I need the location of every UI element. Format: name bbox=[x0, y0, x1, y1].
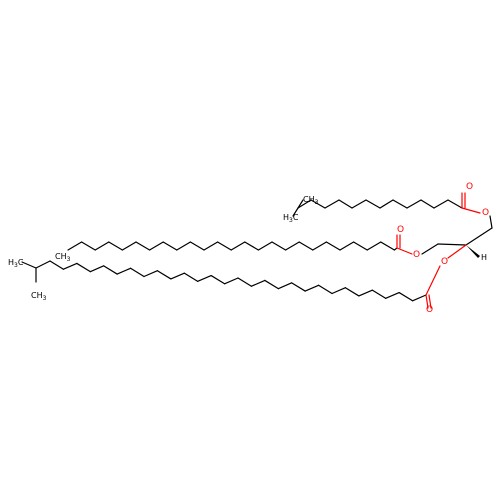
bond-bottom-chain bbox=[398, 291, 414, 302]
bond-middle-chain bbox=[149, 241, 164, 251]
bond-top-chain bbox=[324, 199, 340, 209]
bond-top-chain bbox=[392, 199, 408, 209]
atom-label-layer: CH3 H3C O O O O CH3 H O O H3C CH3 bbox=[8, 182, 489, 315]
bond-bottom-chain bbox=[237, 277, 253, 287]
bond-middle-chain bbox=[203, 241, 219, 251]
bond-middle-chain bbox=[135, 241, 151, 251]
bond-middle-chain bbox=[380, 241, 395, 251]
bond-top-chain bbox=[420, 199, 435, 209]
bond-bottom-chain bbox=[62, 262, 78, 270]
bond-stereo-wedge bbox=[466, 245, 480, 258]
bond-bottom-chain bbox=[291, 282, 306, 292]
atom-oxygen-ester-bottom: O bbox=[441, 257, 448, 267]
bond-top-branch bbox=[297, 199, 304, 209]
bond-middle-chain bbox=[80, 241, 96, 251]
bond-bottom-chain bbox=[385, 291, 400, 299]
bond-middle-chain bbox=[94, 241, 110, 251]
atom-h-stereo: H bbox=[481, 253, 487, 262]
bond-middle-chain bbox=[271, 241, 287, 251]
bond-ester-top bbox=[461, 207, 481, 214]
bond-bottom-chain bbox=[358, 289, 373, 297]
bond-middle-chain bbox=[108, 241, 124, 251]
bond-bottom-chain bbox=[183, 272, 199, 282]
bond-middle-chain bbox=[121, 241, 137, 251]
bond-ester-bottom bbox=[447, 244, 467, 259]
bond-bottom-chain bbox=[264, 279, 279, 290]
bond-middle-chain bbox=[244, 241, 259, 251]
atom-h3c-top: H3C bbox=[283, 213, 299, 224]
bond-ester-top-ch2 bbox=[489, 215, 493, 229]
atom-h3c-bottom: H3C bbox=[8, 258, 24, 269]
bond-middle-chain bbox=[217, 241, 232, 251]
bond-middle-chain bbox=[325, 241, 341, 251]
bond-bottom-chain bbox=[304, 284, 320, 292]
bond-top-chain bbox=[297, 199, 312, 209]
bond-layer bbox=[21, 192, 493, 309]
bond-middle-chain bbox=[285, 241, 300, 251]
bond-ester-middle bbox=[396, 247, 413, 255]
bond-bottom-chain bbox=[210, 274, 226, 285]
bond-carbonyl-bottom bbox=[428, 294, 432, 309]
atom-ch3-bottom-branch: CH3 bbox=[31, 291, 47, 302]
bond-middle-chain bbox=[189, 241, 205, 251]
bond-middle-chain bbox=[67, 241, 83, 251]
bond-backbone bbox=[437, 243, 467, 246]
bond-middle-chain bbox=[162, 241, 178, 251]
bond-bottom-chain bbox=[129, 267, 145, 278]
bond-bottom-chain bbox=[371, 289, 387, 299]
bond-top-chain bbox=[365, 199, 381, 209]
bond-middle-chain bbox=[339, 241, 355, 251]
bond-bottom-chain bbox=[411, 294, 427, 302]
bond-bottom-ethyl bbox=[21, 261, 37, 269]
bond-bottom-chain bbox=[116, 267, 132, 275]
bond-top-chain bbox=[338, 199, 353, 209]
bond-bottom-chain bbox=[170, 272, 185, 280]
atom-ch3-isobranch: CH3 bbox=[303, 195, 319, 206]
atom-oxygen-carbonyl-bottom: O bbox=[426, 305, 433, 315]
atom-oxygen-carbonyl-top: O bbox=[466, 182, 473, 192]
bond-bottom-chain bbox=[76, 262, 91, 273]
bond-top-chain bbox=[447, 199, 463, 209]
bond-top-chain bbox=[406, 199, 422, 209]
bond-bottom-chain bbox=[143, 270, 159, 278]
bond-carbonyl-bottom bbox=[425, 294, 429, 309]
bond-bottom-chain bbox=[156, 270, 172, 280]
bond-middle-chain bbox=[230, 241, 246, 251]
bond-bottom-chain bbox=[277, 282, 293, 290]
bond-middle-chain bbox=[176, 241, 191, 251]
bond-bottom-chain bbox=[197, 274, 212, 282]
bond-bottom-chain bbox=[317, 284, 333, 295]
bond-bottom-chain bbox=[35, 260, 51, 269]
atom-oxygen-ester-top: O bbox=[482, 208, 489, 218]
bond-bottom-chain bbox=[250, 279, 266, 287]
bond-ester-bottom-c bbox=[425, 265, 441, 296]
bond-middle-chain bbox=[298, 241, 314, 251]
bond-top-chain bbox=[379, 199, 394, 209]
bond-middle-chain bbox=[257, 241, 273, 251]
bond-middle-chain bbox=[353, 241, 368, 251]
atom-oxygen-carbonyl-middle: O bbox=[397, 225, 404, 235]
bond-bottom-chain bbox=[331, 287, 347, 295]
bond-top-branch bbox=[292, 207, 299, 217]
bond-bottom-chain bbox=[49, 260, 65, 270]
bond-top-chain bbox=[310, 199, 326, 209]
bond-bottom-chain bbox=[344, 287, 360, 297]
atom-ch3-chain-middle: CH3 bbox=[55, 252, 71, 263]
bond-backbone bbox=[465, 227, 493, 246]
atom-oxygen-ester-middle: O bbox=[413, 250, 420, 260]
bond-ester-middle-ch2 bbox=[421, 243, 439, 255]
bond-top-chain bbox=[433, 199, 449, 209]
bond-middle-chain bbox=[366, 241, 382, 251]
bond-middle-chain bbox=[312, 241, 327, 251]
bond-top-chain bbox=[351, 199, 367, 209]
bond-bottom-chain bbox=[103, 265, 118, 275]
bond-bottom-chain bbox=[223, 277, 239, 285]
bond-bottom-chain bbox=[89, 265, 105, 273]
